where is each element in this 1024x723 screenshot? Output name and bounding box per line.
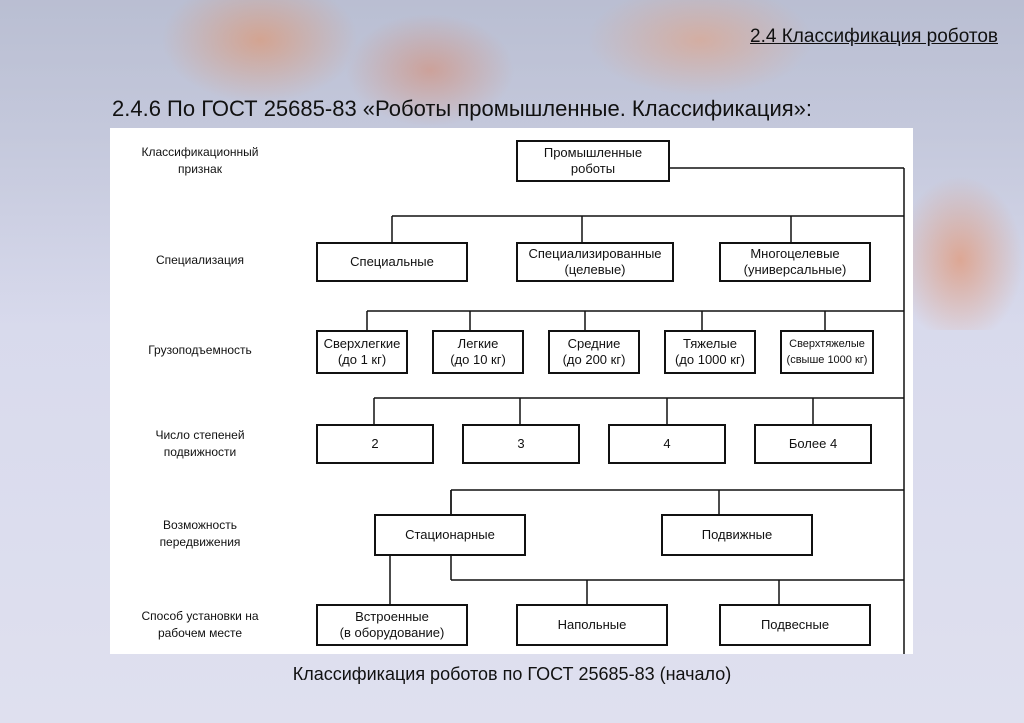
node-superlight: Сверхлегкие (до 1 кг) <box>316 330 408 374</box>
node-floor: Напольные <box>516 604 668 646</box>
node-builtin: Встроенные (в оборудование) <box>316 604 468 646</box>
node-stationary: Стационарные <box>374 514 526 556</box>
node-dof-3: 3 <box>462 424 580 464</box>
figure-caption: Классификация роботов по ГОСТ 25685-83 (… <box>292 664 732 684</box>
row-label-specialization: Специализация <box>155 253 245 267</box>
node-dof-4: 4 <box>608 424 726 464</box>
node-dof-more: Более 4 <box>754 424 872 464</box>
node-multipurpose: Многоцелевые (универсальные) <box>719 242 871 282</box>
classification-diagram: Классификационный признак Специализация … <box>110 128 913 654</box>
node-special: Специальные <box>316 242 468 282</box>
node-suspended: Подвесные <box>719 604 871 646</box>
node-dof-2: 2 <box>316 424 434 464</box>
node-heavy: Тяжелые (до 1000 кг) <box>664 330 756 374</box>
node-light: Легкие (до 10 кг) <box>432 330 524 374</box>
row-label-capacity: Грузоподъемность <box>148 343 252 357</box>
row-label-criterion: Классификационный признак <box>141 145 259 176</box>
connector-lines <box>366 167 905 654</box>
node-medium: Средние (до 200 кг) <box>548 330 640 374</box>
row-label-dof: Число степеней подвижности <box>155 428 245 459</box>
node-mobile: Подвижные <box>661 514 813 556</box>
slide-subtitle: 2.4.6 По ГОСТ 25685-83 «Роботы промышлен… <box>112 96 812 121</box>
section-title: 2.4 Классификация роботов <box>750 26 998 47</box>
row-label-mobility: Возможность передвижения <box>159 518 241 549</box>
node-specialized: Специализированные (целевые) <box>516 242 674 282</box>
node-superheavy: Сверхтяжелые (свыше 1000 кг) <box>780 330 874 374</box>
row-label-mounting: Способ установки на рабочем месте <box>141 609 259 640</box>
root-node: Промышленные роботы <box>516 140 670 182</box>
